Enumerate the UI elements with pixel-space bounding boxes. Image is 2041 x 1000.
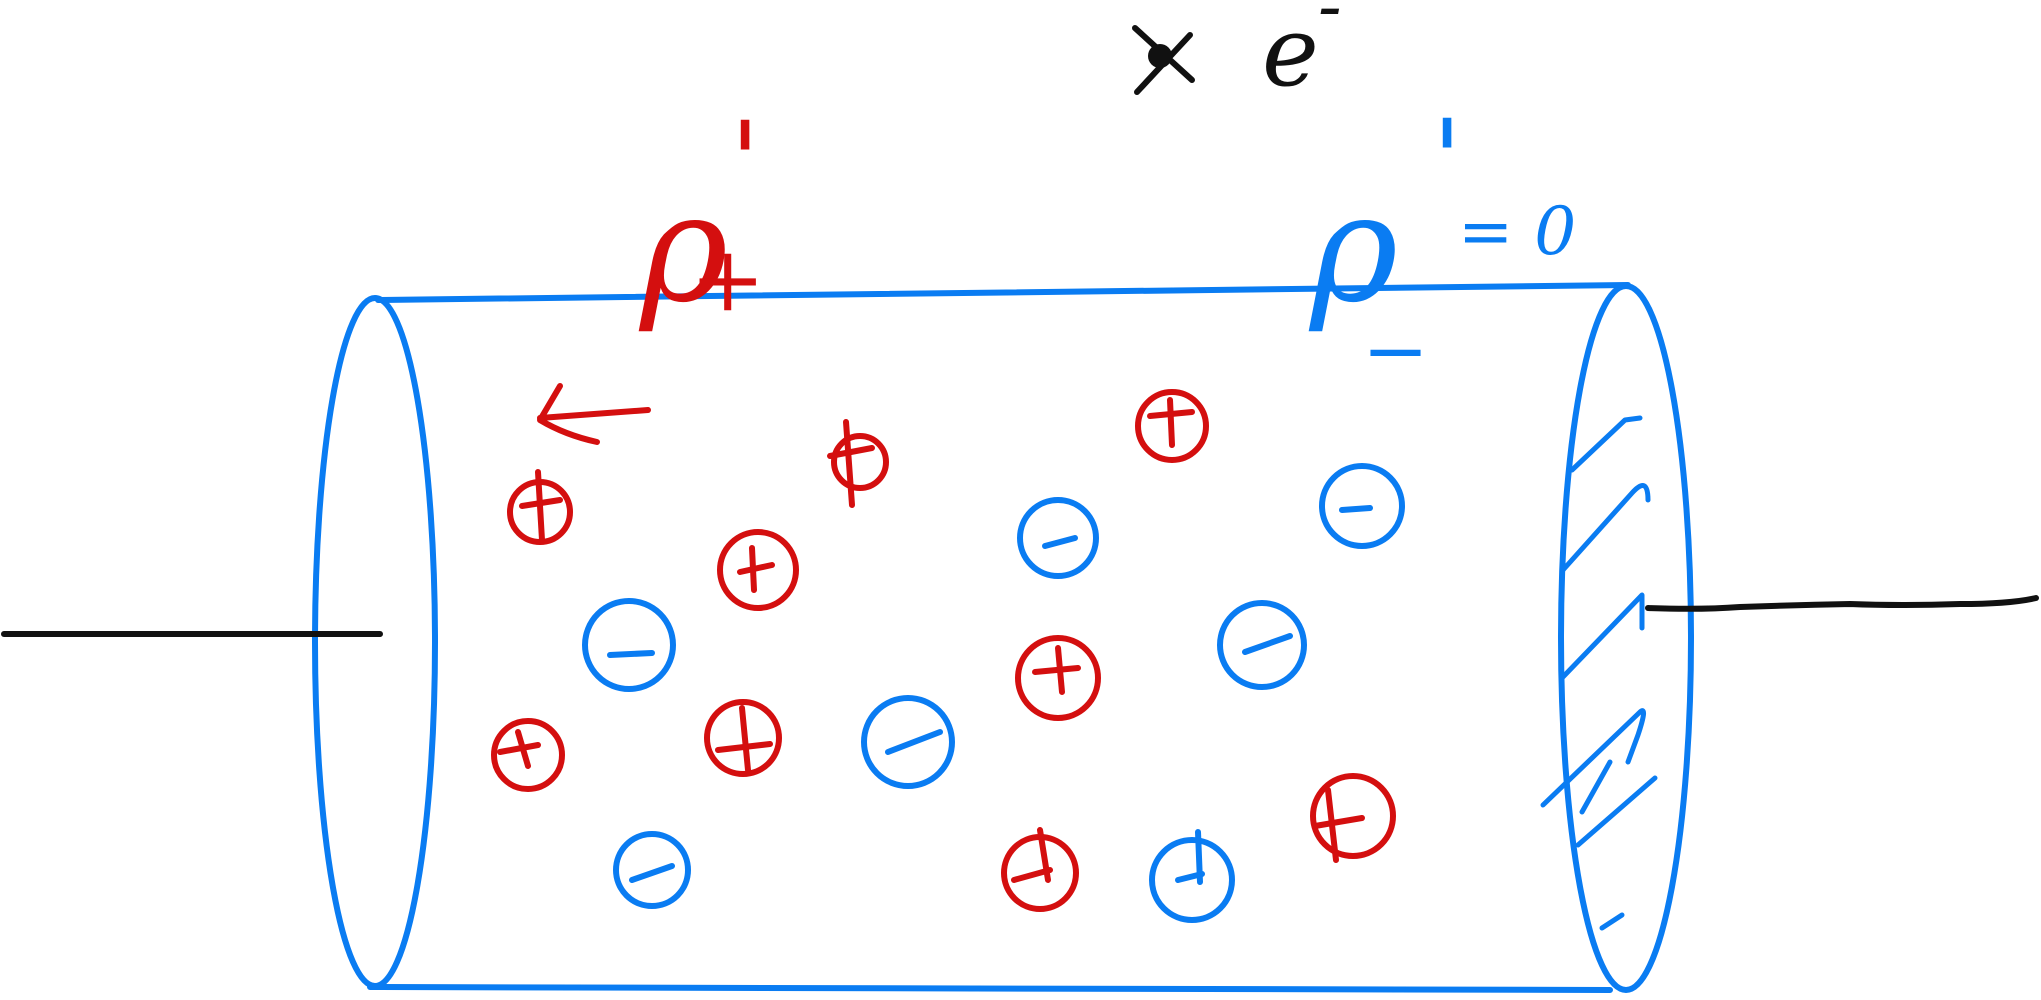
positive-charge (1135, 389, 1209, 463)
positive-charge (827, 419, 889, 508)
rho-minus-label: ρ − ' = 0 (1308, 96, 1576, 397)
cylinder-left-end (312, 295, 438, 989)
rho-plus-subscript: + (690, 227, 765, 332)
negative-charge (1149, 829, 1235, 923)
electron-charge-superscript: - (1318, 0, 1342, 47)
cylinder-top-edge (375, 282, 1631, 303)
cylinder (312, 282, 1694, 993)
wires (1, 595, 2039, 637)
arrow-left-icon (537, 383, 651, 445)
positive-charge (507, 469, 573, 545)
negative-charge (1017, 497, 1099, 579)
positive-charge (1015, 635, 1101, 721)
right-wire (1645, 595, 2039, 612)
negative-charge (1319, 463, 1405, 549)
rho-minus-value: = 0 (1458, 193, 1576, 270)
positive-charge (1001, 827, 1079, 912)
negative-charge (861, 695, 955, 789)
positive-charges (491, 389, 1396, 912)
rho-plus-prime: ' (730, 98, 760, 226)
positive-charge (717, 529, 799, 611)
electron-marker (1132, 25, 1195, 95)
positive-charge (704, 699, 782, 777)
electron-label: e (1262, 0, 1319, 108)
positive-charge (491, 718, 565, 792)
negative-charge (1217, 600, 1307, 690)
negative-charge (582, 598, 676, 692)
rho-plus-label: ρ + ' (638, 98, 765, 336)
positive-charge (1310, 773, 1396, 863)
rho-plus-symbol: ρ (638, 162, 728, 336)
rho-minus-subscript: − (1362, 304, 1429, 397)
cylinder-bottom-edge (367, 984, 1613, 993)
right-end-hatching (1540, 415, 1658, 931)
negative-charge (613, 831, 691, 909)
negative-charges (582, 463, 1405, 923)
rho-minus-symbol: ρ (1308, 162, 1398, 336)
cylinder-right-end (1558, 283, 1694, 993)
rho-minus-prime: ' (1432, 96, 1462, 224)
